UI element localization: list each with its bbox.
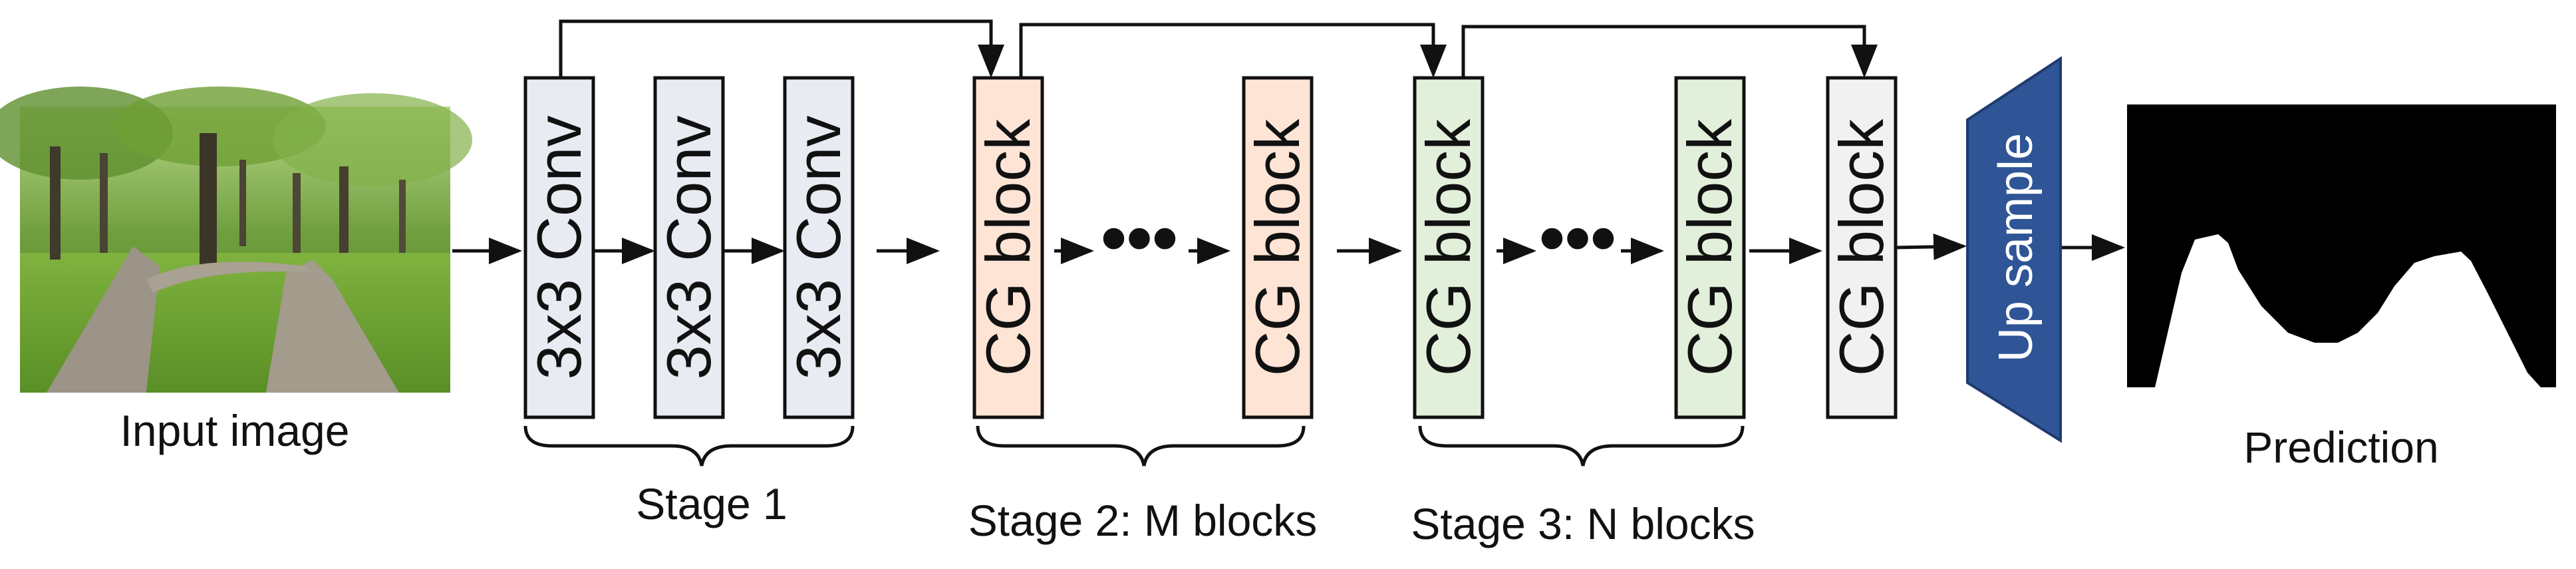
flow-arrows [452, 19, 2125, 264]
final-cg-block: CG block [1826, 76, 1898, 419]
stage3-ellipsis: ••• [1539, 197, 1616, 279]
skip-stage2-to-stage3 [1019, 23, 1447, 78]
prediction-caption: Prediction [2243, 423, 2439, 472]
svg-text:CG block: CG block [973, 118, 1043, 377]
svg-text:Up sample: Up sample [1989, 133, 2043, 362]
svg-text:3x3 Conv: 3x3 Conv [654, 115, 724, 379]
prediction-mask [2127, 104, 2556, 391]
stage3-block-last: CG block [1674, 76, 1746, 419]
svg-text:3x3 Conv: 3x3 Conv [524, 115, 594, 379]
skip-stage3-to-final [1461, 25, 1878, 78]
arrow-final-to-upsample [1894, 233, 1967, 260]
skip-conv1-to-stage2 [559, 19, 1004, 78]
input-image-caption: Input image [120, 406, 350, 455]
stage1-brace [523, 425, 855, 467]
stage1-block-1: 3x3 Conv [523, 76, 595, 419]
svg-text:3x3 Conv: 3x3 Conv [784, 115, 853, 379]
stage2-ellipsis: ••• [1101, 197, 1178, 279]
stage3-brace [1418, 425, 1745, 467]
input-image [0, 87, 472, 393]
svg-text:CG block: CG block [1826, 118, 1896, 377]
svg-text:CG block: CG block [1413, 118, 1483, 377]
stage2-label: Stage 2: M blocks [968, 496, 1318, 545]
svg-text:CG block: CG block [1675, 118, 1745, 377]
stage2-block-first: CG block [972, 76, 1044, 419]
stage1-block-3: 3x3 Conv [783, 76, 855, 419]
svg-text:CG block: CG block [1242, 118, 1312, 377]
stage2-brace [976, 425, 1306, 467]
stage1-label: Stage 1 [636, 479, 787, 528]
stage1-block-2: 3x3 Conv [653, 76, 725, 419]
stage2-block-last: CG block [1242, 76, 1314, 419]
stage3-block-first: CG block [1413, 76, 1485, 419]
stage3-label: Stage 3: N blocks [1411, 499, 1755, 548]
upsample-block: Up sample [1966, 56, 2062, 443]
